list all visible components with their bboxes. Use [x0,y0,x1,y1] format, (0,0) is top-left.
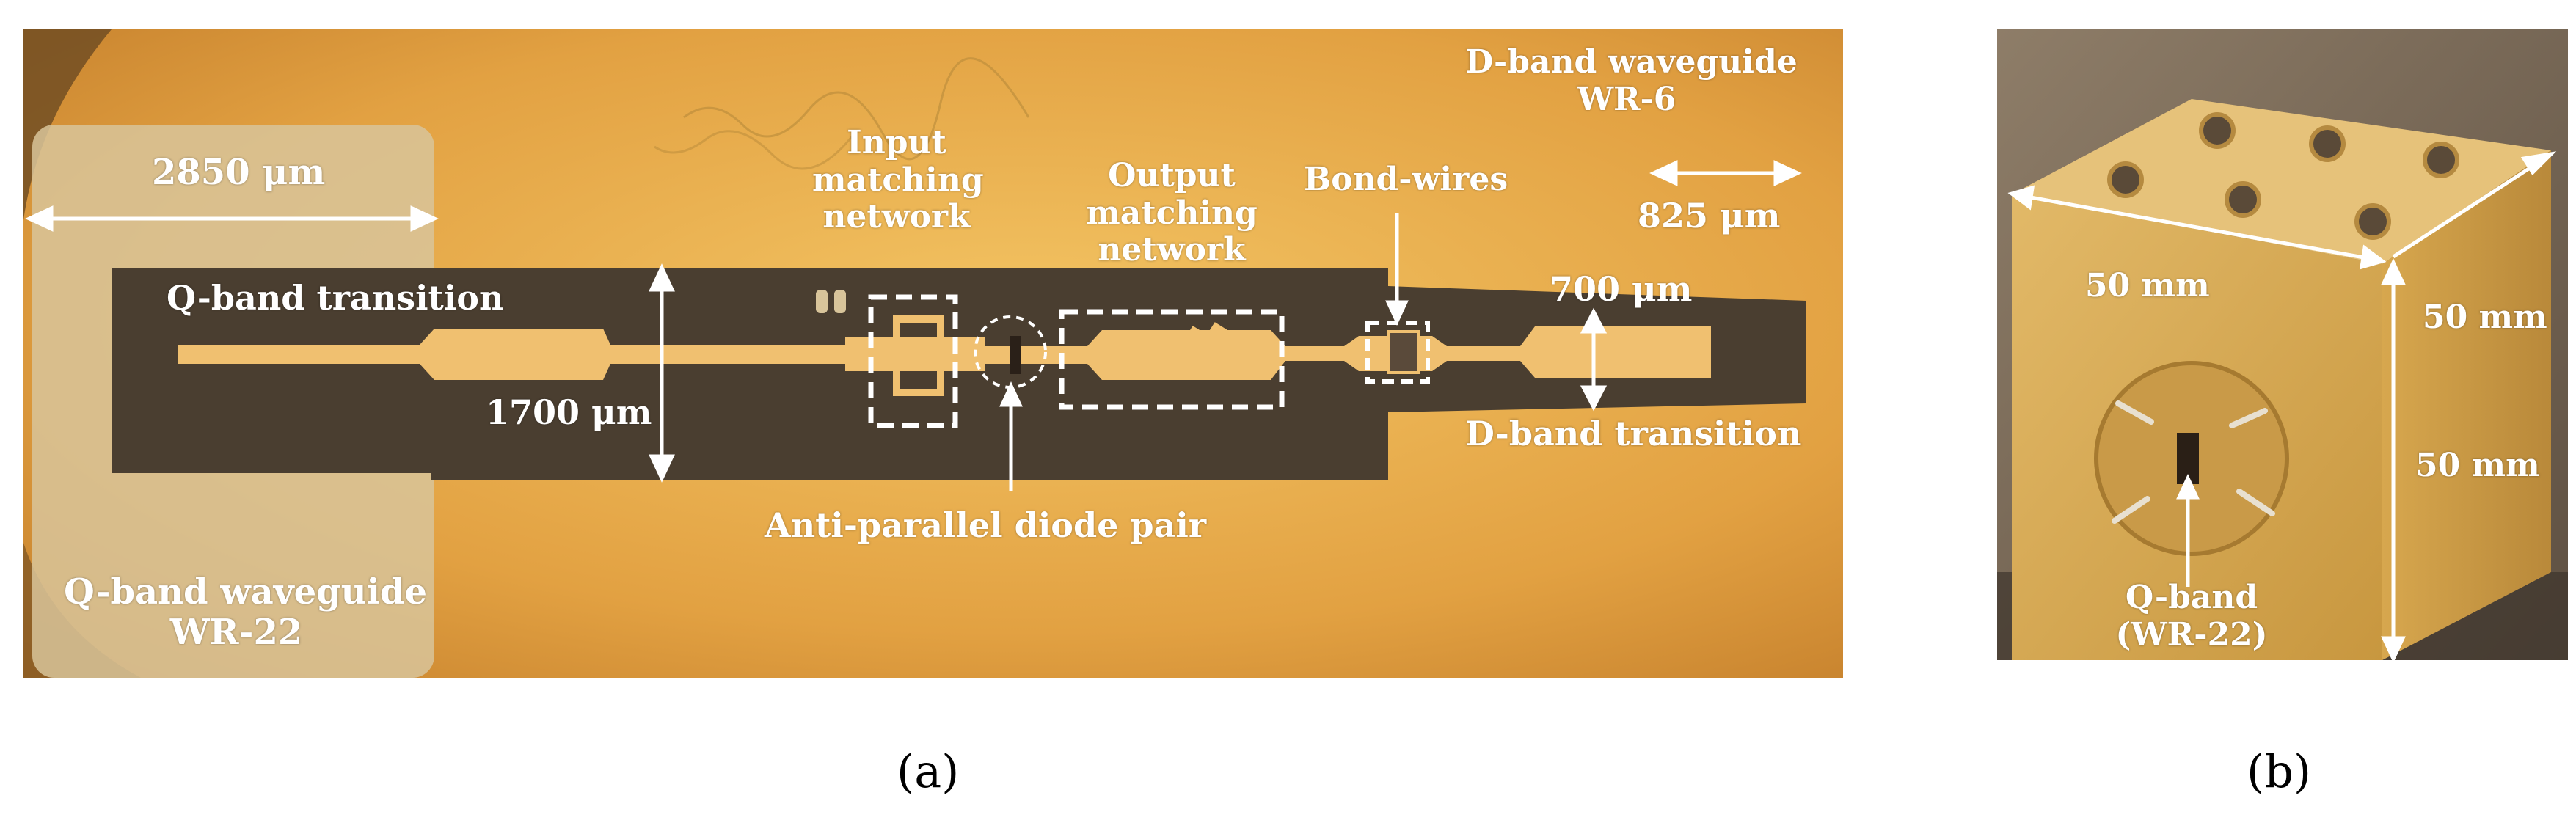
dim-front-label: 50 mm [2085,267,2210,304]
panel-b-photo: 50 mm 50 mm 50 mm Q-band (WR-22) [1997,29,2568,660]
input-matching-box [868,294,958,428]
dim-700-label: 700 μm [1550,269,1693,309]
screw-hole [2225,181,2261,218]
micrograph-illustration [23,29,1843,678]
arrowhead [25,205,54,232]
bond-wires-label: Bond-wires [1304,161,1508,198]
input-matching-label: Input matching network [812,124,984,236]
arrowhead [649,454,675,483]
metal-ground-plane [112,268,1806,480]
q-band-label: Q-band (WR-22) [2115,579,2268,654]
arrowhead [2381,258,2406,285]
diode-pair-structure [1010,336,1021,374]
arrowhead [2359,244,2387,270]
alignment-pin [2236,489,2275,516]
arrowhead [1385,300,1409,326]
input-matching-structure [893,315,944,396]
arrowhead [1649,160,1678,186]
arrowhead [649,263,675,292]
alignment-pin [2229,408,2268,428]
dimension-arrow-front [2026,194,2368,260]
d-transition-label: D-band transition [1465,414,1802,453]
arrowhead [2007,185,2035,211]
waveguide-block-illustration [1997,29,2568,660]
vignette-top-left [23,29,112,220]
dim-1700-label: 1700 μm [486,392,652,432]
output-matching-box [1059,309,1285,410]
arrowhead [2381,636,2406,660]
alignment-pin [2115,400,2154,425]
dim-2850-label: 2850 μm [152,152,326,193]
surface-texture [683,57,1030,161]
caption-a: (a) [897,745,960,798]
diode-pair-label: Anti-parallel diode pair [765,505,1207,545]
arrowhead [2520,151,2557,175]
dim-side-label: 50 mm [2423,299,2547,336]
screw-hole [2354,203,2391,240]
arrowhead [1580,307,1608,334]
block-top-face [2012,99,2551,264]
pad [834,290,846,313]
block-side-face [2382,150,2551,660]
alignment-pin [2112,496,2150,524]
output-matching-label: Output matching network [1086,157,1258,269]
screw-hole [2309,125,2346,162]
q-waveguide-label: Q-band waveguide WR-22 [64,571,427,654]
surface-texture [654,130,854,170]
q-transition-label: Q-band transition [167,278,504,318]
arrowhead [999,381,1023,407]
arrowhead [1580,385,1608,412]
arrowhead [2176,474,2200,500]
panel-a-micrograph: 2850 μm Q-band transition 1700 μm Q-band… [23,29,1843,678]
screw-hole [2423,142,2459,178]
arrowhead [1773,160,1802,186]
d-waveguide-label: D-band waveguide WR-6 [1465,43,1798,118]
dim-height-label: 50 mm [2415,447,2540,484]
output-matching-structure [1165,322,1274,378]
bond-wires-chip [1387,330,1420,374]
caption-b: (b) [2247,745,2312,798]
pad [816,290,828,313]
arrowhead [410,205,439,232]
screw-hole [2107,161,2144,198]
screw-hole [2199,112,2236,149]
dim-825-label: 825 μm [1638,196,1781,235]
dimension-arrow-side [2392,159,2542,259]
